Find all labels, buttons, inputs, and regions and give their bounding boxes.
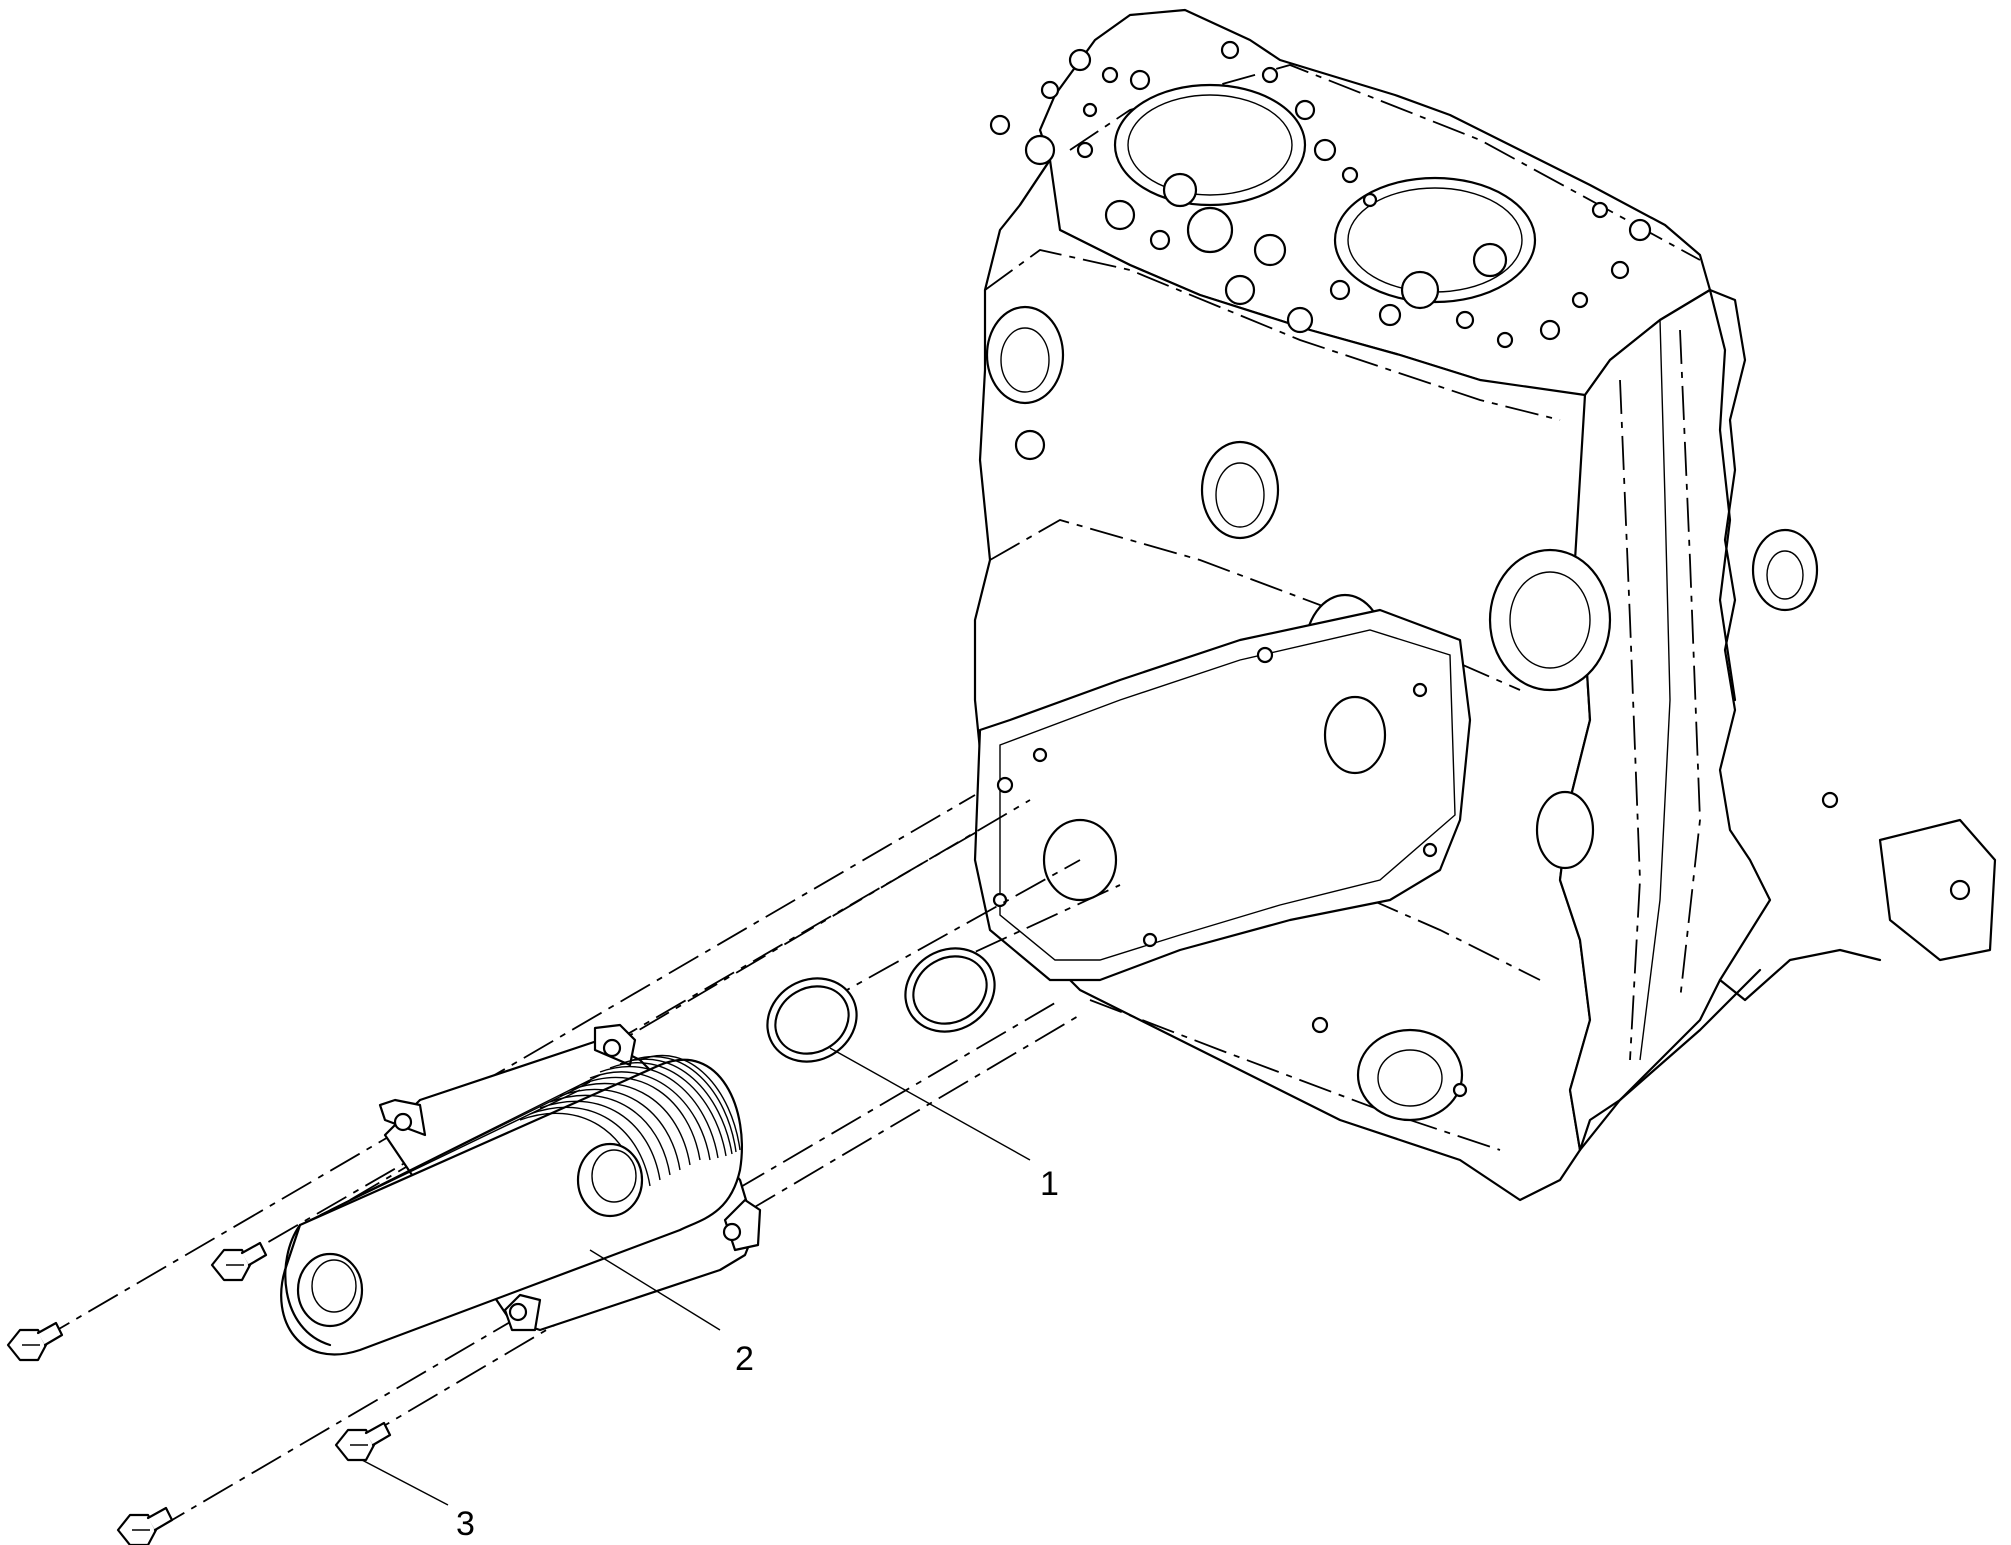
mounting-bolts bbox=[6, 1241, 392, 1545]
bolt-1 bbox=[6, 1321, 64, 1362]
leader-3 bbox=[361, 1459, 449, 1506]
cooler-inlet-port bbox=[296, 1252, 364, 1328]
leader-2 bbox=[589, 1249, 721, 1331]
deck-holes bbox=[989, 40, 1652, 349]
o-ring-seals bbox=[766, 947, 996, 1063]
callout-label-1: 1 bbox=[1040, 1165, 1059, 1203]
oil-cooler bbox=[280, 1023, 762, 1356]
cooler-outlet-port bbox=[576, 1142, 644, 1218]
callout-leaders bbox=[361, 1047, 1031, 1506]
callout-label-2: 2 bbox=[735, 1340, 754, 1378]
bolt-3 bbox=[334, 1421, 392, 1462]
engine-block bbox=[973, 8, 1997, 1202]
bolt-4 bbox=[116, 1506, 174, 1545]
bolt-2 bbox=[210, 1241, 268, 1282]
callout-label-3: 3 bbox=[456, 1505, 475, 1543]
o-ring-left bbox=[766, 977, 858, 1063]
o-ring-right bbox=[904, 947, 996, 1033]
leader-1 bbox=[829, 1047, 1031, 1161]
